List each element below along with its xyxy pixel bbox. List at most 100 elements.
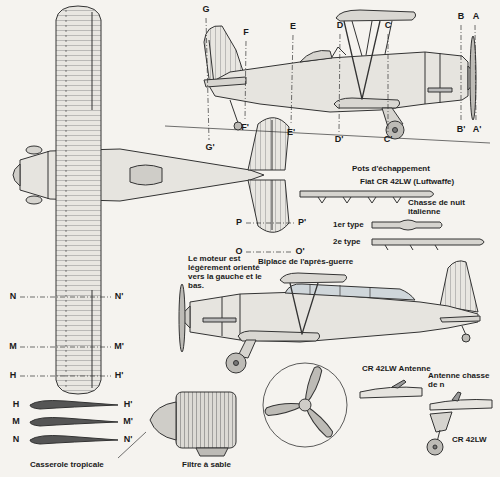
plan-tailplane [248, 118, 289, 170]
biplace-fuselage [190, 292, 478, 342]
side-view [165, 10, 490, 143]
section-letter: P [236, 218, 242, 228]
section-letter: H' [115, 371, 124, 381]
cowling-line [222, 294, 240, 340]
section-letter: H [13, 400, 20, 410]
section-letter: M' [123, 417, 133, 427]
detail-label: 2e type [333, 238, 361, 247]
antenna-details [360, 380, 492, 455]
aircraft-drawing [13, 6, 492, 458]
section-letter: F' [241, 123, 249, 133]
section-letter: N [13, 435, 20, 445]
interplane-struts [344, 21, 380, 99]
tropical-detail [118, 392, 236, 458]
exhaust-pipes [300, 191, 484, 250]
detail-label: Fiat CR 42LW (Luftwaffe) [360, 178, 454, 187]
detail-label: Chasse de nuit italienne [408, 199, 480, 217]
wing-spar-line [66, 10, 67, 390]
leader-line [118, 432, 146, 458]
detail-label: Antenne chasse de n [428, 372, 494, 390]
view-title: Biplace de l'après-guerre [258, 258, 353, 267]
tail-wheel [427, 439, 443, 455]
ground-line [165, 126, 490, 143]
section-letter: E [290, 22, 296, 32]
tail-wheel [234, 122, 242, 130]
spine-fragment [430, 400, 492, 411]
section-letter: H' [124, 400, 133, 410]
section-letter: C [385, 21, 392, 31]
exhaust-type2 [372, 239, 484, 245]
propeller-hub [299, 399, 311, 411]
lower-wing [238, 331, 320, 341]
side-fuselage [208, 52, 468, 112]
section-line [206, 18, 476, 140]
detail-label: CR 42LW Antenne [362, 365, 431, 374]
plan-cockpit [130, 165, 162, 185]
section-line [475, 25, 476, 122]
section-letter: N [10, 292, 17, 302]
airfoil-section [30, 436, 118, 445]
section-letter: H [10, 371, 17, 381]
section-line [461, 25, 462, 122]
section-letter: B' [457, 125, 466, 135]
spine-fragment [360, 387, 422, 398]
aileron-line [92, 12, 93, 388]
section-letter: C' [384, 135, 393, 145]
propeller-blade [179, 284, 185, 352]
cylinder-heads [26, 146, 42, 204]
plan-tailplane [248, 180, 289, 232]
section-letter: M' [114, 342, 124, 352]
section-letter: M [12, 417, 20, 427]
exhaust-luftwaffe [300, 191, 434, 197]
section-letter: F [243, 28, 249, 38]
wheel-hub [393, 128, 398, 133]
cowling-line [425, 52, 440, 104]
section-letter: N' [115, 292, 124, 302]
section-line [20, 347, 111, 348]
exhaust-stub [318, 197, 401, 203]
section-letter: A' [473, 125, 482, 135]
section-letter: D' [335, 135, 344, 145]
tropical-spinner [150, 402, 176, 440]
upper-wing [280, 273, 347, 283]
biplace-fin [440, 261, 478, 312]
propeller-front [263, 363, 347, 447]
tail-wheel [462, 334, 470, 342]
biplace-canopy [285, 284, 415, 300]
upper-wing [336, 10, 416, 21]
main-wheel [226, 353, 246, 373]
cowling-side [176, 392, 236, 448]
biplace-stabilizer [440, 316, 480, 322]
detail-label: CR 42LW [452, 436, 487, 445]
exhaust-type1 [372, 220, 442, 230]
section-letter: O' [295, 247, 304, 257]
plan-spinner [13, 164, 20, 186]
airfoil-section [30, 418, 118, 427]
interplane-struts [290, 283, 318, 334]
antenna-mast [452, 392, 461, 401]
wheel-hub [433, 445, 437, 449]
section-line [245, 41, 246, 120]
section-line [206, 18, 209, 140]
section-letter: G [202, 5, 209, 15]
section-line [246, 252, 293, 253]
rudder-line [209, 40, 214, 84]
wheel-hub [234, 361, 239, 366]
detail-label: Filtre à sable [182, 461, 231, 470]
section-line [388, 34, 389, 132]
section-letter: B [458, 12, 465, 22]
plan-upper-wing [56, 6, 101, 394]
detail-label: Casserole tropicale [30, 461, 104, 470]
section-line [291, 35, 293, 125]
tail-wheel-leg [230, 100, 238, 123]
section-letter: N' [124, 435, 133, 445]
elevator-line [272, 120, 273, 230]
section-letter: D [337, 21, 344, 31]
tail-wheel-fairing [430, 412, 452, 432]
section-letter: P' [298, 218, 306, 228]
section-line [339, 34, 340, 132]
detail-label: 1er type [333, 221, 364, 230]
cabane-struts [352, 21, 392, 56]
